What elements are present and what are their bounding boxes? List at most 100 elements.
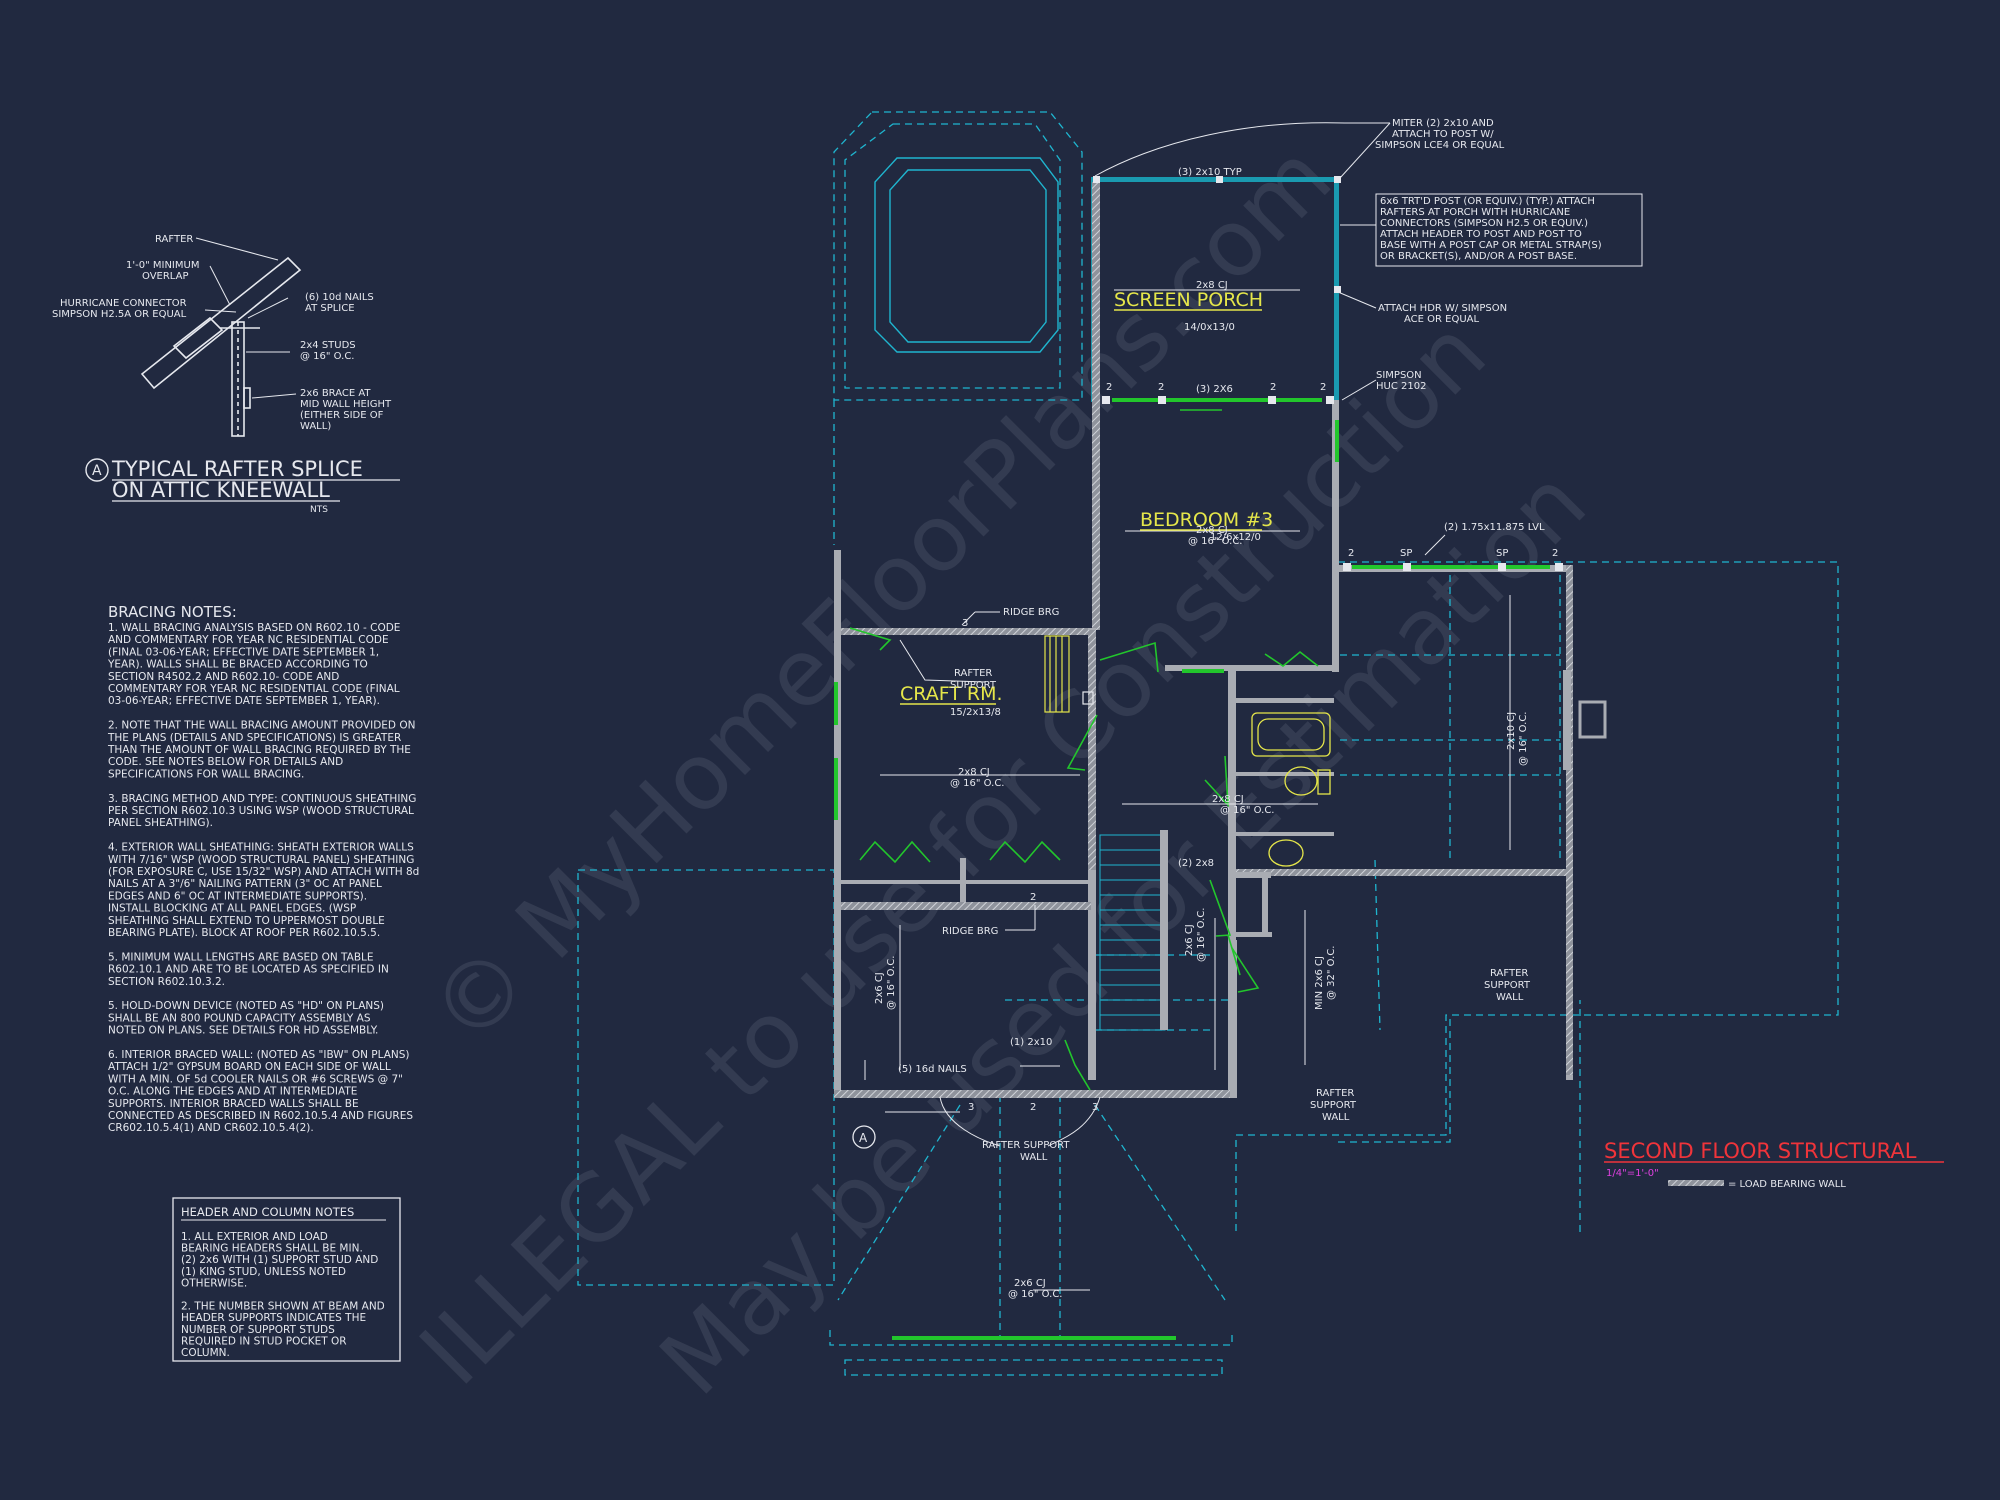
bracing-notes-line: SHALL BE AN 800 POUND CAPACITY ASSEMBLY … [108,1012,371,1024]
bracing-notes-line: (FINAL 03-06-YEAR; EFFECTIVE DATE SEPTEM… [108,646,379,658]
bracing-notes-line: NAILS AT A 3"/6" NAILING PATTERN (3" OC … [108,878,382,890]
roof-overhang-lines [577,111,1839,1376]
header-notes-line: 2. THE NUMBER SHOWN AT BEAM AND [181,1301,385,1313]
bracing-notes-line: (FOR EXPOSURE C, USE 15/32" WSP) AND ATT… [108,866,419,878]
posts [1093,176,1563,571]
header-column-notes: HEADER AND COLUMN NOTES 1. ALL EXTERIOR … [172,1197,401,1362]
bracing-notes-line: 6. INTERIOR BRACED WALL: (NOTED AS "IBW"… [108,1049,410,1061]
header-notes-line: NUMBER OF SUPPORT STUDS [181,1324,335,1336]
bracing-notes-line: THAN THE AMOUNT OF WALL BRACING REQUIRED… [107,744,411,756]
rafter-support-right-2: SUPPORT [1484,980,1531,991]
stud-count-9: 3 [968,1102,974,1113]
rafter-support-mid-2: SUPPORT [1310,1100,1357,1111]
bracing-notes-line: SPECIFICATIONS FOR WALL BRACING. [108,768,304,780]
bracing-notes-line: CR602.10.5.4(1) AND CR602.10.5.4(2). [108,1122,314,1134]
rafter-support-lower-1: RAFTER SUPPORT [982,1140,1070,1151]
bracing-notes-line: WITH A MIN. OF 5d COOLER NAILS OR #6 SCR… [108,1073,403,1085]
bracing-notes-line: SECTION R4502.2 AND R602.10- CODE AND [108,671,339,683]
stud-count-10: 2 [1030,1102,1036,1113]
room-labels: SCREEN PORCH 14/0x13/0 2x8 CJ BEDROOM #3… [900,280,1273,718]
bracing-notes-line: WITH 7/16" WSP (WOOD STRUCTURAL PANEL) S… [108,854,414,866]
bracing-notes-line: R602.10.1 AND ARE TO BE LOCATED AS SPECI… [108,964,389,976]
bracing-notes-line: COMMENTARY FOR YEAR NC RESIDENTIAL CODE … [108,683,400,695]
vertical-joist-craft: 2x6 CJ [874,972,885,1004]
porch-header-label: (3) 2X6 [1196,384,1233,395]
detail-label-overlap-1: 1'-0" MINIMUM [126,260,199,271]
rafter-support-right-3: WALL [1496,992,1524,1003]
bracing-notes-line: 03-06-YEAR; EFFECTIVE DATE SEPTEMBER 1, … [108,695,380,707]
callout-post-1: 6x6 TRT'D POST (OR EQUIV.) (TYP.) ATTACH [1380,196,1595,207]
watermark-line-3: May be used for Estimation [640,449,1607,1416]
room-name-craft-rm: CRAFT RM. [900,683,1003,705]
callout-hdr-1: ATTACH HDR W/ SIMPSON [1378,303,1507,314]
header-notes-line: HEADER SUPPORTS INDICATES THE [181,1312,366,1324]
detail-label-brace-4: WALL) [300,421,331,432]
bracing-notes-line: BEARING PLATE). BLOCK AT ROOF PER R602.1… [108,927,380,939]
bracing-notes-line: SHEATHING SHALL EXTEND TO UPPERMOST DOUB… [108,915,385,927]
title-block: SECOND FLOOR STRUCTURAL 1/4"=1'-0" = LOA… [1604,1139,1944,1190]
craft-joist-spacing: @ 16" O.C. [950,778,1005,789]
header-notes-line: 1. ALL EXTERIOR AND LOAD [181,1231,328,1243]
header-notes-line: (2) 2x6 WITH (1) SUPPORT STUD AND [181,1254,378,1266]
detail-label-hurricane-1: HURRICANE CONNECTOR [60,298,187,309]
room-name-bedroom-3: BEDROOM #3 [1140,509,1273,531]
craft-joist: 2x8 CJ [958,767,990,778]
bracing-notes-line: PER SECTION R602.10.3 USING WSP (WOOD ST… [108,805,414,817]
vertical-joist-hall: 2x6 CJ [1184,924,1195,956]
bracing-notes-line: 5. HOLD-DOWN DEVICE (NOTED AS "HD" ON PL… [108,1000,384,1012]
detail-graphic [140,237,302,437]
hall-joist: 2x8 CJ [1212,794,1244,805]
callout-post-5: BASE WITH A POST CAP OR METAL STRAP(S) [1380,240,1602,251]
lower-joist-spacing: @ 16" O.C. [1008,1289,1063,1300]
bracing-notes-line: CONNECTED AS DESCRIBED IN R602.10.5.4 AN… [108,1110,413,1122]
load-bearing-legend-swatch [1668,1180,1724,1186]
detail-callout-circle [85,458,109,482]
room-name-screen-porch: SCREEN PORCH [1114,289,1263,311]
detail-label-brace-3: (EITHER SIDE OF [300,410,384,421]
rafter-splice-detail: RAFTER 1'-0" MINIMUM OVERLAP HURRICANE C… [52,234,400,515]
bracing-notes-title: BRACING NOTES: [108,603,237,621]
hot-tub [874,157,1059,353]
bath-fixtures [1251,712,1331,867]
stud-count-4: 2 [1320,382,1326,393]
stud-count-7: 3 [962,618,968,629]
bracing-notes-line: ATTACH 1/2" GYPSUM BOARD ON EACH SIDE OF… [108,1061,391,1073]
detail-label-brace-1: 2x6 BRACE AT [300,388,371,399]
load-bearing-legend-text: = LOAD BEARING WALL [1728,1179,1846,1190]
vertical-joist-hall-spacing: @ 16" O.C. [1196,908,1207,963]
detail-title-line-1: TYPICAL RAFTER SPLICE [111,457,363,481]
callout-huc-2: HUC 2102 [1376,381,1426,392]
bracing-notes-line: SUPPORTS. INTERIOR BRACED WALLS SHALL BE [108,1098,359,1110]
stud-count-2: 2 [1158,382,1164,393]
detail-label-brace-2: MID WALL HEIGHT [300,399,392,410]
rafter-support-upper-2: SUPPORT [950,680,997,691]
bracing-notes-line: INSTALL BLOCKING AT ALL PANEL EDGES. (WS… [108,903,356,915]
bedroom-3-joist: 2x8 CJ [1196,525,1228,536]
detail-label-studs-1: 2x4 STUDS [300,340,356,351]
bracing-notes-line: 4. EXTERIOR WALL SHEATHING: SHEATH EXTER… [108,842,414,854]
rafter-support-lower-2: WALL [1020,1152,1048,1163]
detail-label-overlap-2: OVERLAP [142,271,188,282]
room-size-bedroom-3: 12/6x12/0 [1210,532,1261,543]
sp-label-2: SP [1496,548,1508,559]
lower-joist: 2x6 CJ [1014,1278,1046,1289]
attic-ladder [1044,635,1094,713]
bracing-notes-line: YEAR). WALLS SHALL BE BRACED ACCORDING T… [107,659,368,671]
green-headers [834,398,1550,1340]
vertical-joist-craft-spacing: @ 16" O.C. [886,956,897,1011]
header-notes-line: BEARING HEADERS SHALL BE MIN. [181,1243,363,1255]
screen-porch-joist: 2x8 CJ [1196,280,1228,291]
callout-miter-1: MITER (2) 2x10 AND [1392,118,1494,129]
ridge-brg-lower: RIDGE BRG [942,926,998,937]
detail-label-nails-1: (6) 10d NAILS [305,292,374,303]
bracing-notes-line: CODE. SEE NOTES BELOW FOR DETAILS AND [108,756,343,768]
vertical-joist-right-spacing: @ 16" O.C. [1518,712,1529,767]
rafter-support-mid-3: WALL [1322,1112,1350,1123]
lvl-label: (2) 1.75x11.875 LVL [1444,522,1545,533]
bracing-notes-line: AND COMMENTARY FOR YEAR NC RESIDENTIAL C… [108,634,389,646]
header-notes-line: COLUMN. [181,1347,230,1359]
header-notes-line: REQUIRED IN STUD POCKET OR [181,1335,347,1347]
callout-post-6: OR BRACKET(S), AND/OR A POST BASE. [1380,251,1577,262]
stud-count-11: 3 [1092,1102,1098,1113]
